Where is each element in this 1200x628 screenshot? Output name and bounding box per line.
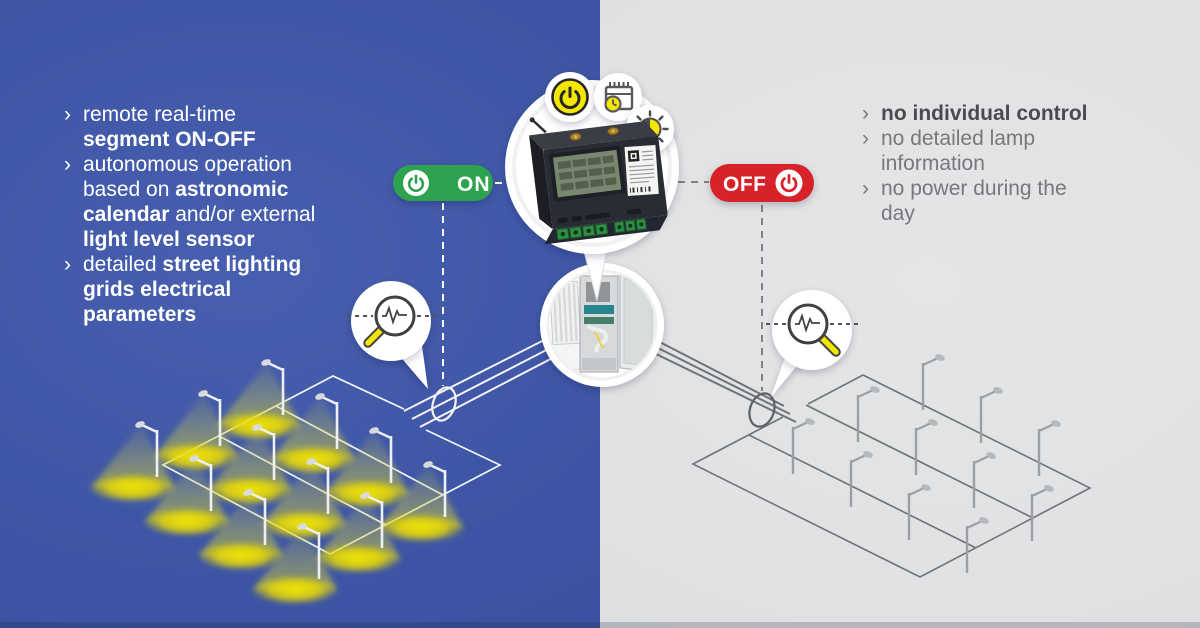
off-badge[interactable]: OFF xyxy=(710,164,814,202)
bottom-edge-strip xyxy=(0,622,1200,628)
segment-controller-photo xyxy=(529,117,668,245)
bullet-marker: › xyxy=(862,127,869,150)
bullet-marker: › xyxy=(862,177,869,200)
bullet-item: › no power during the day xyxy=(862,177,1067,225)
power-icon xyxy=(545,72,595,122)
bullet-item: › no individual control xyxy=(862,102,1088,125)
street-lamps-on xyxy=(89,358,465,605)
bullet-item: › detailed street lighting grids electri… xyxy=(64,253,302,326)
current-loop-right xyxy=(748,392,776,428)
bullet-marker: › xyxy=(64,253,71,276)
background-off-side xyxy=(600,0,1200,628)
grid-analysis-magnifier-icon xyxy=(766,303,858,357)
bullet-item: › autonomous operation based on astronom… xyxy=(64,153,316,251)
device-label xyxy=(624,144,659,196)
grid-analysis-bubble-right xyxy=(766,290,858,397)
current-loop-left xyxy=(431,386,457,422)
street-grid-on xyxy=(89,358,502,605)
bullet-item: › no detailed lamp information xyxy=(862,127,1036,175)
on-badge-label: ON xyxy=(457,173,491,196)
bullet-item: › remote real-time segment ON-OFF xyxy=(64,103,256,151)
drawbacks-panel: › no individual control › no detailed la… xyxy=(862,101,1152,226)
feeder-wires-left xyxy=(403,333,565,428)
street-lamps-off xyxy=(791,351,1063,575)
calendar-schedule-icon xyxy=(594,73,642,121)
off-badge-label: OFF xyxy=(723,173,767,196)
benefits-panel: › remote real-time segment ON-OFF › auto… xyxy=(64,102,394,327)
street-grid-off xyxy=(691,351,1092,578)
street-cabinet-bubble xyxy=(540,263,664,387)
on-badge[interactable]: ON xyxy=(393,165,493,201)
grid-analysis-bubble-left xyxy=(347,281,437,389)
grid-analysis-magnifier-icon xyxy=(347,295,437,348)
bullet-marker: › xyxy=(64,103,71,126)
device-terminals xyxy=(556,208,647,241)
bullet-marker: › xyxy=(64,153,71,176)
bullet-marker: › xyxy=(862,102,869,125)
